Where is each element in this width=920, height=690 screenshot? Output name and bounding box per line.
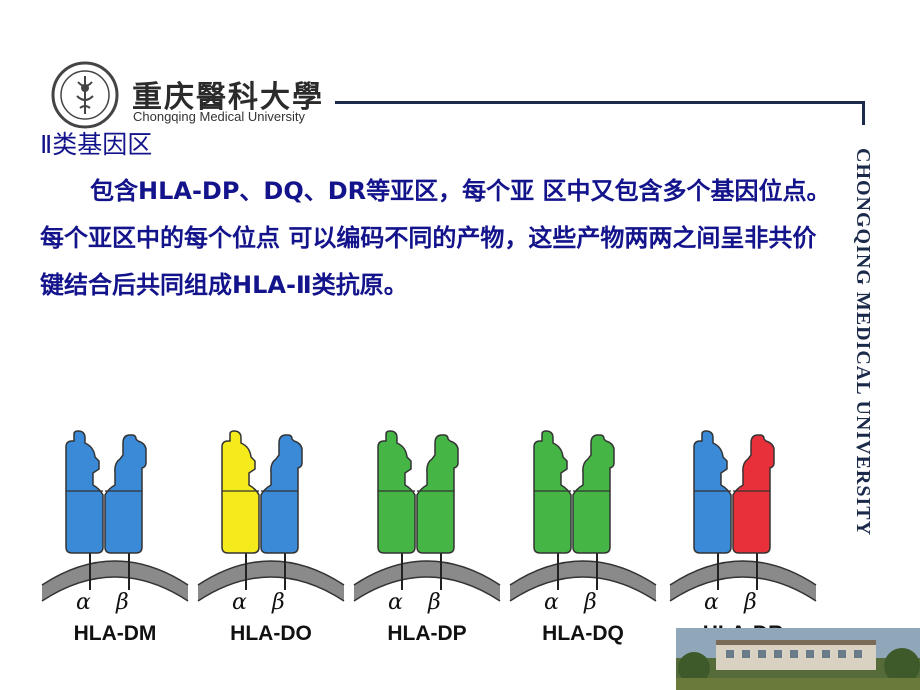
beta-label: β [272, 590, 285, 615]
molecule-label: HLA-DP [387, 622, 467, 645]
beta-chain [104, 434, 147, 554]
molecule-diagram [509, 430, 657, 602]
membrane-inner-edge [509, 576, 657, 602]
membrane-outer-edge [41, 560, 189, 586]
cell-membrane [670, 561, 816, 601]
cell-membrane [198, 561, 344, 601]
cell-membrane [510, 561, 656, 601]
beta-chain [260, 434, 303, 554]
membrane-outer-edge [353, 560, 501, 586]
alpha-chain [221, 430, 260, 554]
membrane-outer-edge [669, 560, 817, 586]
membrane-inner-edge [669, 576, 817, 602]
campus-photo [676, 628, 920, 690]
cell-membrane [354, 561, 500, 601]
molecule-hla-dq: α β HLA-DQ [508, 425, 658, 660]
molecule-diagram [41, 430, 189, 602]
university-name-en: Chongqing Medical University [133, 109, 305, 124]
alpha-label: α [76, 590, 91, 615]
beta-label: β [428, 590, 441, 615]
membrane-inner-edge [353, 576, 501, 602]
alpha-label: α [544, 590, 559, 615]
alpha-label: α [232, 590, 247, 615]
side-university-text: CHONGQING MEDICAL UNIVERSITY [852, 148, 874, 537]
section-title: Ⅱ类基因区 [40, 130, 153, 159]
membrane-inner-edge [41, 576, 189, 602]
alpha-chain [65, 430, 104, 554]
molecule-label: HLA-DO [230, 622, 312, 645]
molecule-hla-dm: α β HLA-DM [40, 425, 190, 660]
cell-membrane [42, 561, 188, 601]
molecule-diagram [669, 430, 817, 602]
molecule-label: HLA-DQ [542, 622, 624, 645]
beta-chain [416, 434, 459, 554]
university-name-cn: 重庆醫科大學 [132, 80, 324, 115]
beta-label: β [584, 590, 597, 615]
beta-label: β [116, 590, 129, 615]
molecule-label: HLA-DM [73, 622, 157, 645]
beta-chain [732, 434, 775, 554]
molecule-hla-do: α β HLA-DO [196, 425, 346, 660]
alpha-label: α [704, 590, 719, 615]
beta-label: β [744, 590, 757, 615]
molecule-hla-dp: α β HLA-DP [352, 425, 502, 660]
alpha-label: α [388, 590, 403, 615]
header-rule-corner [862, 101, 865, 125]
beta-chain [572, 434, 615, 554]
molecule-diagram [197, 430, 345, 602]
alpha-chain [693, 430, 732, 554]
header-rule [335, 101, 865, 104]
membrane-outer-edge [197, 560, 345, 586]
alpha-chain [533, 430, 572, 554]
membrane-outer-edge [509, 560, 657, 586]
body-paragraph: 包含HLA-DP、DQ、DR等亚区，每个亚 区中又包含多个基因位点。每个亚区中的… [40, 177, 831, 299]
university-logo [51, 61, 119, 129]
molecule-hla-dr: α β HLA-DR [668, 425, 818, 660]
alpha-chain [377, 430, 416, 554]
membrane-inner-edge [197, 576, 345, 602]
molecule-diagram [353, 430, 501, 602]
